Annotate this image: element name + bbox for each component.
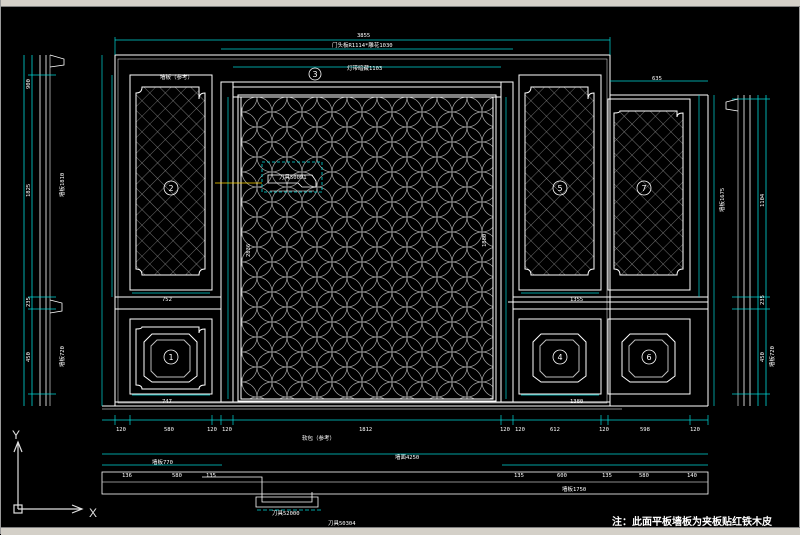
vert-right: 墙板1675 (718, 188, 726, 212)
dim-header: 灯带暗藏1103 (347, 64, 382, 72)
dim-right-1: 235 (760, 295, 766, 305)
dimensions (101, 37, 715, 425)
dim-bottom-1: 580 (164, 427, 174, 433)
dim-bottom-9: 598 (640, 427, 650, 433)
ucs-icon (13, 440, 84, 514)
dim-right-0: 1104 (760, 193, 766, 207)
ucs-x-label: X (89, 506, 97, 520)
dim-left-1: 1825 (26, 184, 32, 197)
right-section (725, 95, 770, 406)
bubble-1 (163, 349, 179, 365)
label-section-a: 刀具50091 (279, 174, 307, 181)
bubble-5 (552, 180, 568, 196)
dim-inner-1: 747 (162, 399, 172, 405)
plan-dim-6: 580 (639, 473, 649, 479)
dim-right-top: 635 (652, 76, 662, 82)
molding-detail (261, 161, 323, 193)
label-plan-right: 墙板1750 (562, 485, 586, 493)
bubble-4-label: 4 (557, 353, 562, 362)
plan-dim-2: 135 (206, 473, 216, 479)
label-section-c: 刀具50304 (328, 520, 356, 527)
bubble-5-label: 5 (557, 184, 562, 193)
drawing-canvas[interactable]: Y X 3855 门头板R1114*雕花1030 灯带暗藏1103 635 墙板… (2, 7, 800, 527)
bubble-2-label: 2 (168, 184, 173, 193)
bubble-6-label: 6 (646, 353, 651, 362)
dim-bottom-7: 612 (550, 427, 560, 433)
dim-bottom-4: 1812 (359, 427, 372, 433)
plan-dim-1: 580 (172, 473, 182, 479)
elevation (102, 54, 709, 410)
dim-bottom-10: 120 (690, 427, 700, 433)
label-panel-b: 软包（参考） (302, 434, 335, 442)
label-panel-a: 墙板（参考） (160, 73, 193, 81)
vert-left2: 墙板720 (58, 346, 66, 367)
vert-left: 墙板1810 (58, 173, 66, 197)
plan-dim-4: 600 (557, 473, 567, 479)
dim-inner-6: 1880 (482, 234, 488, 247)
bubble-7-label: 7 (641, 184, 646, 193)
dim-bottom-5: 120 (500, 427, 510, 433)
dim-inner-2: 1355 (570, 297, 583, 303)
plan-dim-0: 136 (122, 473, 132, 479)
ucs-y-label: Y (12, 428, 20, 442)
dim-inner-4: 1380 (570, 399, 583, 405)
bubble-3-label: 3 (312, 70, 317, 79)
dim-bottom-8: 120 (599, 427, 609, 433)
dim-inner-0: 752 (162, 297, 172, 303)
left-section (23, 54, 65, 406)
dim-overall: 3855 (357, 33, 370, 39)
drawing-note: 注：此面平板墙板为夹板贴红铁木皮 (612, 517, 772, 528)
dim-bottom-6: 120 (515, 427, 525, 433)
bubble-4 (552, 349, 568, 365)
dim-inner-5: 2836 (246, 244, 252, 257)
bubble-1-label: 1 (168, 353, 173, 362)
label-section-b: 刀具52000 (272, 510, 300, 517)
dim-door: 门头板R1114*雕花1030 (332, 41, 393, 49)
dim-left-0: 900 (26, 79, 32, 89)
dim-bottom-0: 120 (116, 427, 126, 433)
bubble-6 (641, 349, 657, 365)
plan-view (101, 453, 709, 511)
dim-bottom-3: 120 (222, 427, 232, 433)
dim-right-3: 450 (760, 352, 766, 362)
dim-left-2: 235 (26, 297, 32, 307)
window-top-frame (1, 0, 800, 7)
plan-dim-3: 135 (514, 473, 524, 479)
vert-right2: 墙板720 (768, 346, 776, 367)
dim-left-4: 450 (26, 352, 32, 362)
dim-bottom-2: 120 (207, 427, 217, 433)
plan-dim-7: 140 (687, 473, 697, 479)
bubble-3 (308, 67, 322, 81)
status-bar (1, 527, 800, 535)
plan-dim-5: 135 (602, 473, 612, 479)
bubble-7 (636, 180, 652, 196)
label-plan-left: 墙板770 (152, 458, 173, 466)
bubble-2 (163, 180, 179, 196)
label-plan-total: 墙面4250 (395, 453, 419, 461)
